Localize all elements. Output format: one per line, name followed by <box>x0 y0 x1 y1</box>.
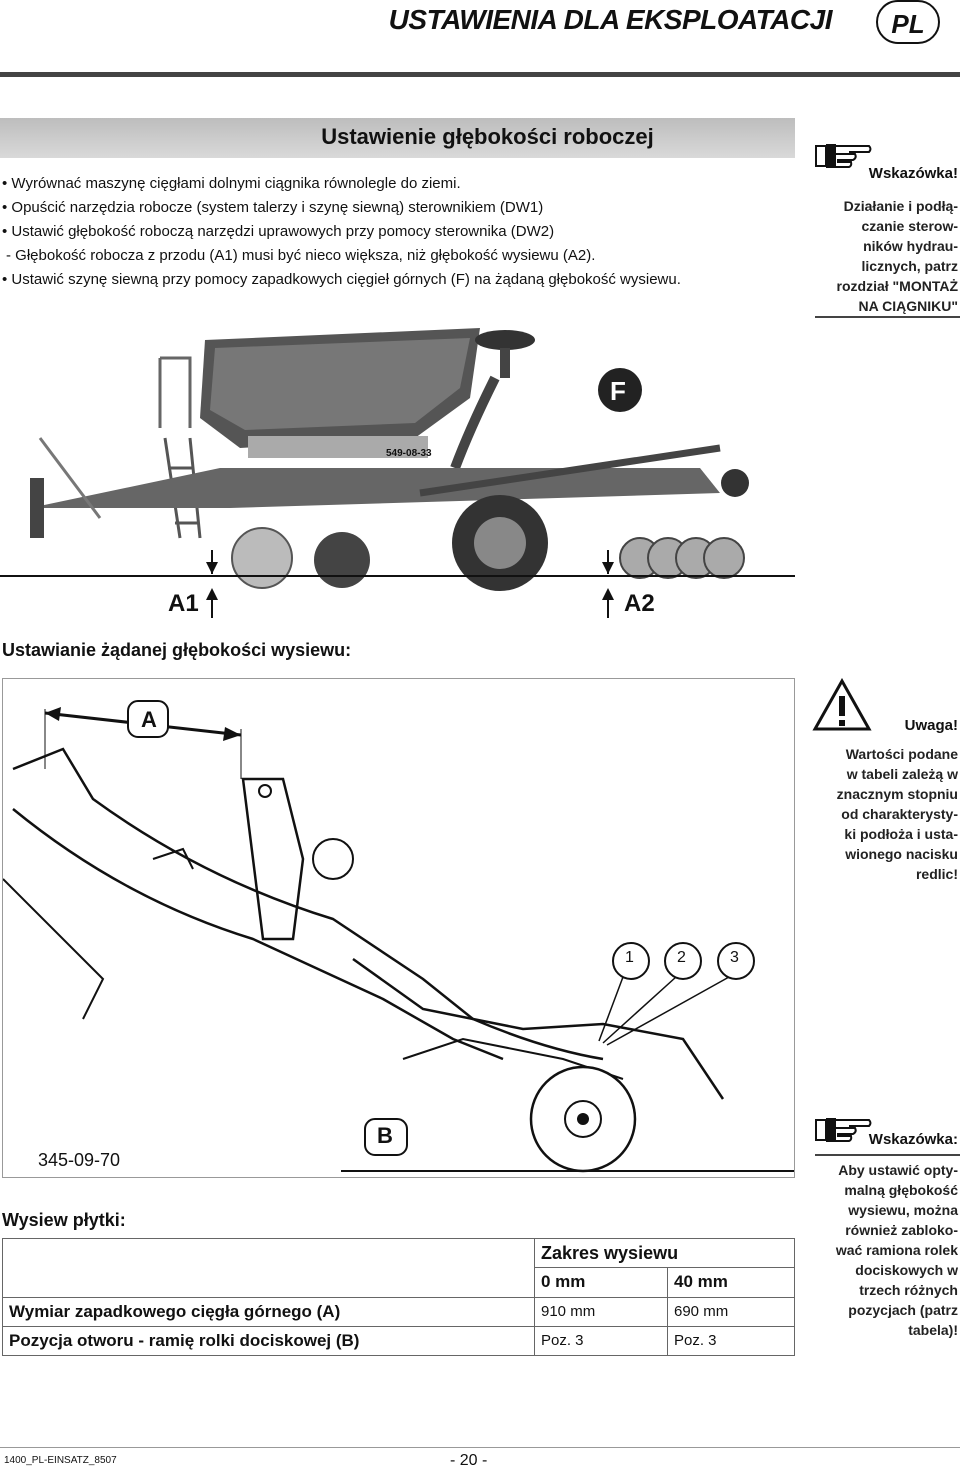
coulter-diagram <box>2 678 795 1178</box>
instruction-item: • Ustawić szynę siewną przy pomocy zapad… <box>2 271 681 288</box>
table-row: Wymiar zapadkowego cięgła górnego (A) 91… <box>2 1296 795 1327</box>
note2-rule <box>815 1154 960 1156</box>
warning-title: Uwaga! <box>904 717 958 734</box>
range-header: Zakres wysiewu <box>534 1237 795 1269</box>
column-header: 0 mm <box>534 1267 668 1298</box>
page-number: - 20 - <box>450 1452 488 1469</box>
language-badge: PL <box>876 0 940 44</box>
table-cell: 910 mm <box>534 1296 668 1327</box>
table-cell: Poz. 3 <box>667 1325 795 1357</box>
column-header: 40 mm <box>667 1267 795 1298</box>
a1-label: A1 <box>168 590 199 617</box>
table-cell: Poz. 3 <box>534 1325 668 1357</box>
depth-subheading: Ustawianie żądanej głębokości wysiewu: <box>2 640 352 660</box>
note1-title: Wskazówka! <box>868 165 958 182</box>
position-2-label: 2 <box>677 949 686 966</box>
header-rule <box>0 72 960 77</box>
position-1-label: 1 <box>625 949 634 966</box>
instruction-item: - Głębokość robocza z przodu (A1) musi b… <box>6 247 596 264</box>
table-row: Pozycja otworu - ramię rolki dociskowej … <box>2 1325 795 1357</box>
position-b-label: B <box>377 1123 393 1148</box>
drawing-code: 345-09-70 <box>38 1150 121 1170</box>
instruction-item: • Wyrównać maszynę cięgłami dolnymi ciąg… <box>2 175 461 192</box>
link-f-label: F <box>610 376 626 406</box>
section-title: Ustawienie głębokości roboczej <box>321 124 654 149</box>
section-title-bar <box>0 118 795 158</box>
footer-rule <box>0 1447 960 1448</box>
instruction-list: • Wyrównać maszynę cięgłami dolnymi ciąg… <box>2 172 792 292</box>
document-code: 1400_PL-EINSATZ_8507 <box>4 1455 117 1466</box>
a2-label: A2 <box>624 590 655 617</box>
pointing-hand-icon <box>815 1118 872 1142</box>
serial-label: 549-08-33 <box>386 448 432 459</box>
note1-text: Działanie i podłą-czanie sterow-ników hy… <box>836 198 958 314</box>
seed-drill-illustration <box>0 318 795 628</box>
row-label: Wymiar zapadkowego cięgła górnego (A) <box>2 1296 535 1327</box>
instruction-item: • Ustawić głębokość roboczą narzędzi upr… <box>2 223 555 240</box>
warning-triangle-icon <box>812 678 872 731</box>
page-header-title: USTAWIENIA DLA EKSPLOATACJI <box>388 4 833 35</box>
row-label: Pozycja otworu - ramię rolki dociskowej … <box>2 1325 535 1357</box>
note1-rule <box>815 316 960 318</box>
table-row: Zakres wysiewu <box>2 1237 795 1298</box>
pointing-hand-icon <box>815 144 872 168</box>
table-cell: 690 mm <box>667 1296 795 1327</box>
table-row: 0 mm 40 mm <box>3 1267 795 1298</box>
seeding-depth-table: Zakres wysiewu 0 mm 40 mm Wymiar zapadko… <box>2 1237 795 1357</box>
note2-title: Wskazówka: <box>868 1131 958 1148</box>
dimension-a-label: A <box>141 707 157 732</box>
instruction-item: • Opuścić narzędzia robocze (system tale… <box>2 199 544 216</box>
position-3-label: 3 <box>730 949 739 966</box>
table-caption: Wysiew płytki: <box>2 1210 126 1230</box>
